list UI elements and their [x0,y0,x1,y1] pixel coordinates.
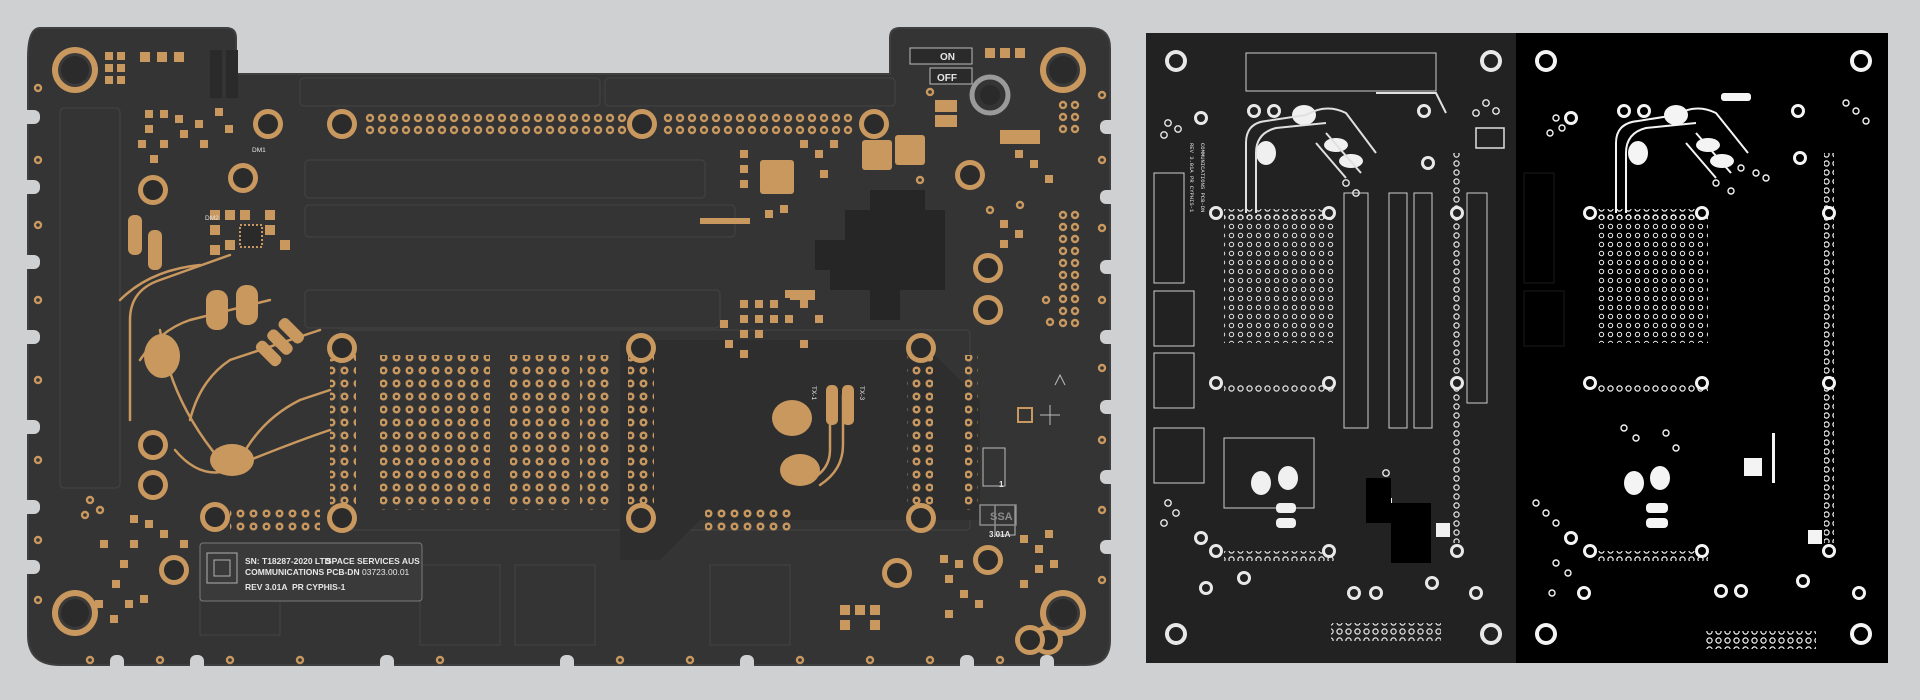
ssa-logo: SSA 3.01A [979,504,1017,539]
silkscreen-view: COMMUNICATIONS PCB-DN REV 3.01A PR CYPHI… [1146,33,1516,663]
serial-line: SN: T18287-2020 LTD [245,556,331,566]
revision: REV 3.01A [245,582,288,592]
ground-plane [815,190,945,320]
switch-off-label: OFF [937,73,957,84]
ref-tx3: TX-3 [858,386,865,400]
silkscreen-outlines [909,47,1066,536]
ref-dm1: DM1 [252,147,266,154]
svg-text:REV 3.01A PR CYPHIS-1: REV 3.01A PR CYPHIS-1 [1188,143,1195,213]
logo-text: SSA [990,511,1013,523]
company-name: SPACE SERVICES AUS [326,556,420,566]
project: PR CYPHIS-1 [292,582,346,592]
pad-one-label: 1 [999,480,1004,489]
smd-components [80,48,1058,630]
pcb-board-render: ON OFF DM1 DM2 TX-1 TX-3 SSA 3.01A 1 SN:… [27,27,1111,666]
rev-short: 3.01A [989,530,1011,539]
rf-pads [128,215,854,486]
pcb-name: COMMUNICATIONS PCB-DN [245,567,360,577]
part-number: 03723.00.01 [362,567,410,577]
bga-via-grids [230,355,978,531]
ref-tx1: TX-1 [810,386,817,400]
power-switch: ON OFF [937,52,1011,116]
switch-on-label: ON [940,52,955,63]
svg-text:COMMUNICATIONS PCB-DN: COMMUNICATIONS PCB-DN [1199,143,1206,212]
copper-mask-view [1516,33,1888,663]
board-info-label: SN: T18287-2020 LTD SPACE SERVICES AUS C… [199,542,423,602]
ref-dm2: DM2 [205,215,219,222]
